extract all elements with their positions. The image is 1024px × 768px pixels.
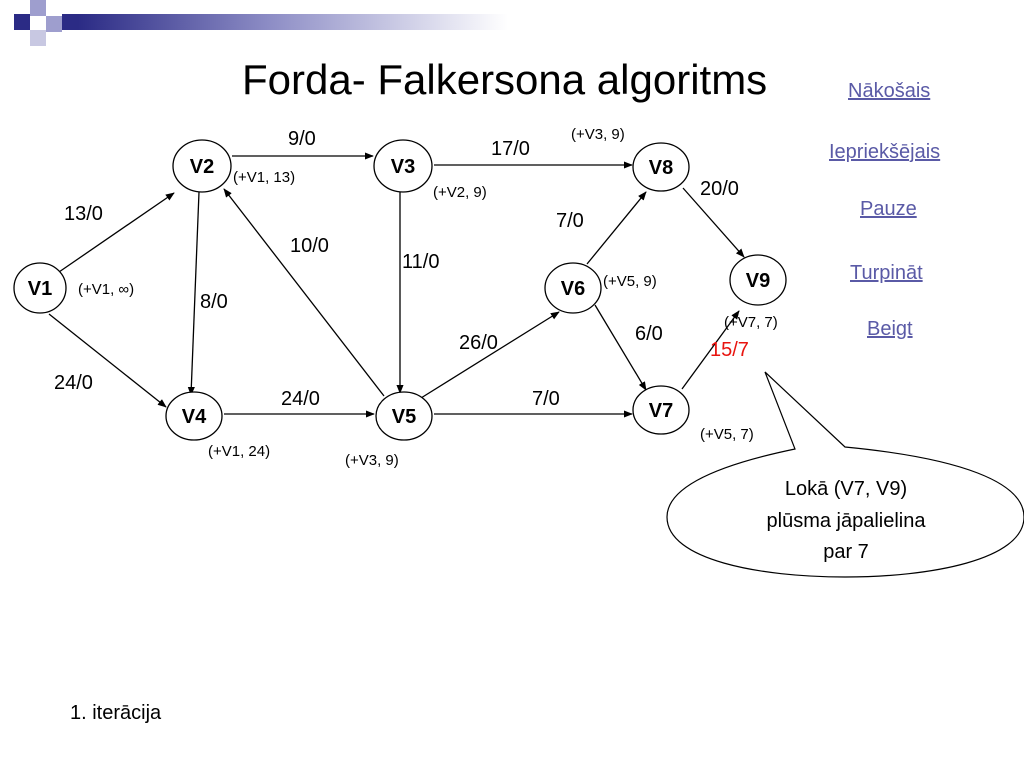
mark-v5: (+V3, 9)	[345, 452, 399, 469]
edge-label-v5-v2: 10/0	[290, 235, 329, 257]
node-v3-circle	[373, 139, 433, 193]
edge-label-v3-v8: 17/0	[491, 138, 530, 160]
callout-line1: Lokā (V7, V9)	[785, 478, 907, 500]
node-v7-label: V7	[649, 400, 673, 422]
edge-label-v1-v2: 13/0	[64, 203, 103, 225]
node-v9-label: V9	[746, 270, 770, 292]
callout-line2: plūsma jāpalielina	[767, 510, 927, 532]
edge-label-v5-v6: 26/0	[459, 332, 498, 354]
edge-label-v3-v5: 11/0	[402, 251, 439, 273]
node-v8-circle	[632, 142, 690, 192]
nav-pause-link[interactable]: Pauze	[860, 198, 917, 220]
edge-label-v2-v3: 9/0	[288, 128, 316, 150]
edge-label-v8-v9: 20/0	[700, 178, 739, 200]
edge-label-v2-v4: 8/0	[200, 291, 228, 313]
edge-label-v1-v4: 24/0	[54, 372, 93, 394]
edge-label-v7-v9: 15/7	[710, 339, 749, 361]
mark-v2: (+V1, 13)	[233, 169, 295, 186]
edge-v2-v4	[187, 191, 200, 396]
edge-v1-v4	[48, 313, 167, 408]
iteration-label: 1. iterācija	[70, 702, 162, 724]
edge-v7-v9	[681, 310, 740, 390]
node-v2-circle	[172, 139, 232, 193]
nav-continue-link[interactable]: Turpināt	[850, 262, 923, 284]
edge-label-v5-v7: 7/0	[532, 388, 560, 410]
node-v7-circle	[632, 385, 690, 435]
corner-decoration	[14, 0, 508, 46]
node-v1-label: V1	[28, 278, 52, 300]
node-v3-label: V3	[391, 156, 415, 178]
edge-v6-v7	[594, 304, 647, 391]
nav-end-link[interactable]: Beigt	[867, 318, 913, 340]
mark-v1: (+V1, ∞)	[78, 281, 134, 298]
edge-v8-v9	[682, 187, 745, 258]
edge-v5-v2	[223, 188, 385, 397]
edge-label-v4-v5: 24/0	[281, 388, 320, 410]
node-v1-circle	[13, 262, 67, 314]
nav-previous-link[interactable]: Iepriekšējais	[829, 141, 941, 163]
nav-next-link[interactable]: Nākošais	[848, 80, 931, 102]
node-v2-label: V2	[190, 156, 214, 178]
mark-v8: (+V3, 9)	[571, 126, 625, 143]
node-v8-label: V8	[649, 157, 673, 179]
node-v6-label: V6	[561, 278, 585, 300]
node-v6-circle	[544, 262, 602, 314]
mark-v7: (+V5, 7)	[700, 426, 754, 443]
edge-label-v6-v8: 7/0	[556, 210, 584, 232]
mark-v9: (+V7, 7)	[724, 314, 778, 331]
edge-label-v6-v7: 6/0	[635, 323, 663, 345]
edge-v5-v6	[420, 311, 560, 399]
callout: Lokā (V7, V9) plūsma jāpalielina par 7	[666, 371, 1024, 578]
slide-title: Forda- Falkersona algoritms	[242, 56, 768, 103]
edge-v6-v8	[586, 191, 647, 265]
node-v9-circle	[729, 254, 787, 306]
node-v4-label: V4	[182, 406, 207, 428]
mark-v6: (+V5, 9)	[603, 273, 657, 290]
node-v5-label: V5	[392, 406, 416, 428]
mark-v4: (+V1, 24)	[208, 443, 270, 460]
node-v5-circle	[375, 391, 433, 441]
callout-line3: par 7	[823, 541, 869, 563]
edge-v1-v2	[58, 192, 175, 273]
mark-v3: (+V2, 9)	[433, 184, 487, 201]
node-v4-circle	[165, 391, 223, 441]
